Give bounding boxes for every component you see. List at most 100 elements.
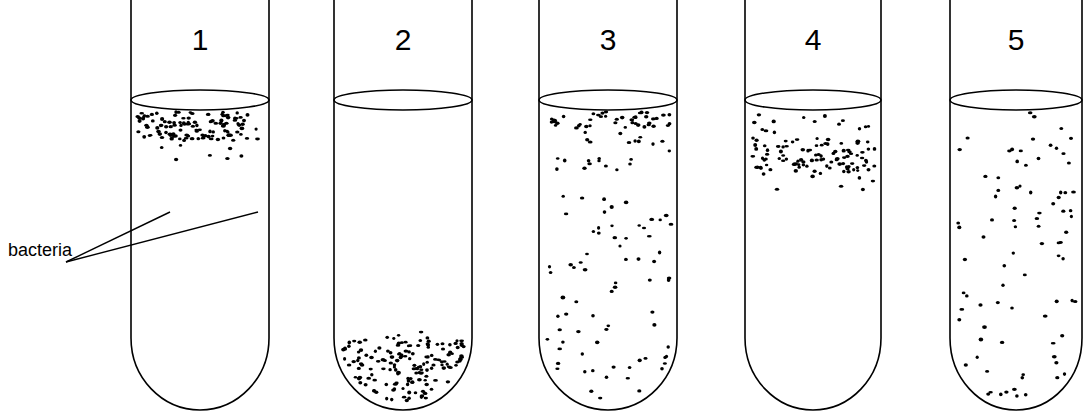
bacterium	[399, 353, 403, 356]
bacterium	[781, 154, 785, 157]
bacterium	[187, 117, 191, 120]
bacterium	[1037, 225, 1041, 228]
bacterium	[820, 144, 824, 147]
bacterium	[652, 323, 656, 327]
bacterium	[1031, 137, 1035, 140]
bacterium	[451, 353, 454, 356]
bacterium	[160, 117, 164, 121]
bacterium	[555, 167, 559, 171]
bacterium	[1049, 144, 1053, 147]
bacterium	[235, 130, 239, 133]
bacterium	[655, 117, 659, 120]
bacterium	[592, 112, 596, 115]
bacterium	[584, 131, 587, 134]
bacterium	[190, 137, 195, 140]
bacterium	[163, 120, 167, 123]
bacterium	[825, 164, 828, 168]
bacterium	[1035, 217, 1040, 220]
bacterium	[781, 160, 785, 163]
bacterium	[427, 340, 431, 344]
bacterium	[661, 114, 666, 117]
bacterium	[810, 159, 814, 163]
bacterium	[986, 392, 990, 395]
bacterium	[610, 290, 614, 293]
bacterium	[220, 113, 224, 116]
bacterium	[151, 119, 155, 122]
bacterium	[1018, 185, 1021, 188]
bacterium	[194, 129, 198, 132]
bacterium	[983, 175, 987, 178]
bacterium	[839, 185, 843, 188]
bacterium	[218, 122, 222, 125]
bacterium	[193, 121, 197, 124]
bacterium	[442, 360, 446, 363]
bacterium	[638, 224, 641, 227]
bacterium	[388, 368, 391, 371]
bacterium	[858, 176, 862, 180]
bacterium	[225, 157, 229, 160]
bacterium	[663, 362, 667, 365]
bacterium	[426, 336, 430, 339]
bacterium	[164, 125, 168, 128]
bacterium	[588, 119, 592, 122]
bacterium	[178, 121, 182, 124]
bacterium	[563, 159, 567, 163]
bacterium	[231, 139, 235, 142]
bacterium	[1051, 342, 1056, 345]
bacterium	[966, 136, 970, 139]
bacterium	[978, 303, 982, 307]
bacterium	[1023, 274, 1027, 277]
bacterium	[446, 380, 450, 383]
bacterium	[433, 379, 438, 382]
bacterium	[813, 170, 817, 173]
bacterium	[648, 279, 652, 282]
bacterium	[442, 366, 447, 370]
bacterium	[392, 337, 395, 340]
bacterium	[1015, 394, 1019, 398]
bacterium	[791, 141, 795, 144]
bacterium	[588, 124, 591, 127]
bacterium	[840, 142, 844, 145]
bacterium	[849, 153, 853, 156]
bacterium	[242, 119, 246, 123]
bacterium	[364, 383, 368, 386]
bacterium	[431, 364, 435, 367]
bacterium	[396, 371, 401, 375]
bacterium	[841, 119, 845, 122]
bacterium	[856, 139, 861, 143]
bacterium	[846, 170, 850, 174]
bacterium	[759, 167, 762, 170]
bacterium	[985, 370, 989, 373]
bacterium	[1040, 242, 1044, 245]
bacterium	[179, 144, 182, 147]
bacterium	[390, 398, 393, 402]
bacterium	[555, 122, 559, 125]
bacterium	[583, 268, 588, 272]
bacterium	[556, 315, 559, 319]
bacterium	[624, 258, 628, 261]
bacterium	[819, 172, 822, 175]
bacterium	[1003, 264, 1007, 268]
bacterium	[174, 110, 177, 114]
bacterium	[448, 343, 452, 347]
bacterium	[406, 383, 409, 387]
bacterium	[755, 166, 759, 169]
bacterium	[628, 163, 632, 166]
bacterium	[197, 137, 201, 140]
bacterium	[581, 352, 584, 355]
bacterium	[411, 352, 415, 356]
bacterium	[233, 119, 238, 122]
bacterium	[174, 158, 178, 162]
bacterium	[369, 356, 374, 359]
bacterium	[430, 388, 434, 391]
bacterium	[871, 180, 875, 183]
bacterium	[417, 378, 422, 382]
bacterium	[582, 167, 586, 170]
bacterium	[604, 165, 608, 168]
bacterium	[393, 383, 398, 386]
bacterium	[390, 355, 395, 359]
bacterium	[396, 344, 401, 347]
bacterium	[459, 339, 464, 342]
bacterium	[664, 214, 669, 218]
